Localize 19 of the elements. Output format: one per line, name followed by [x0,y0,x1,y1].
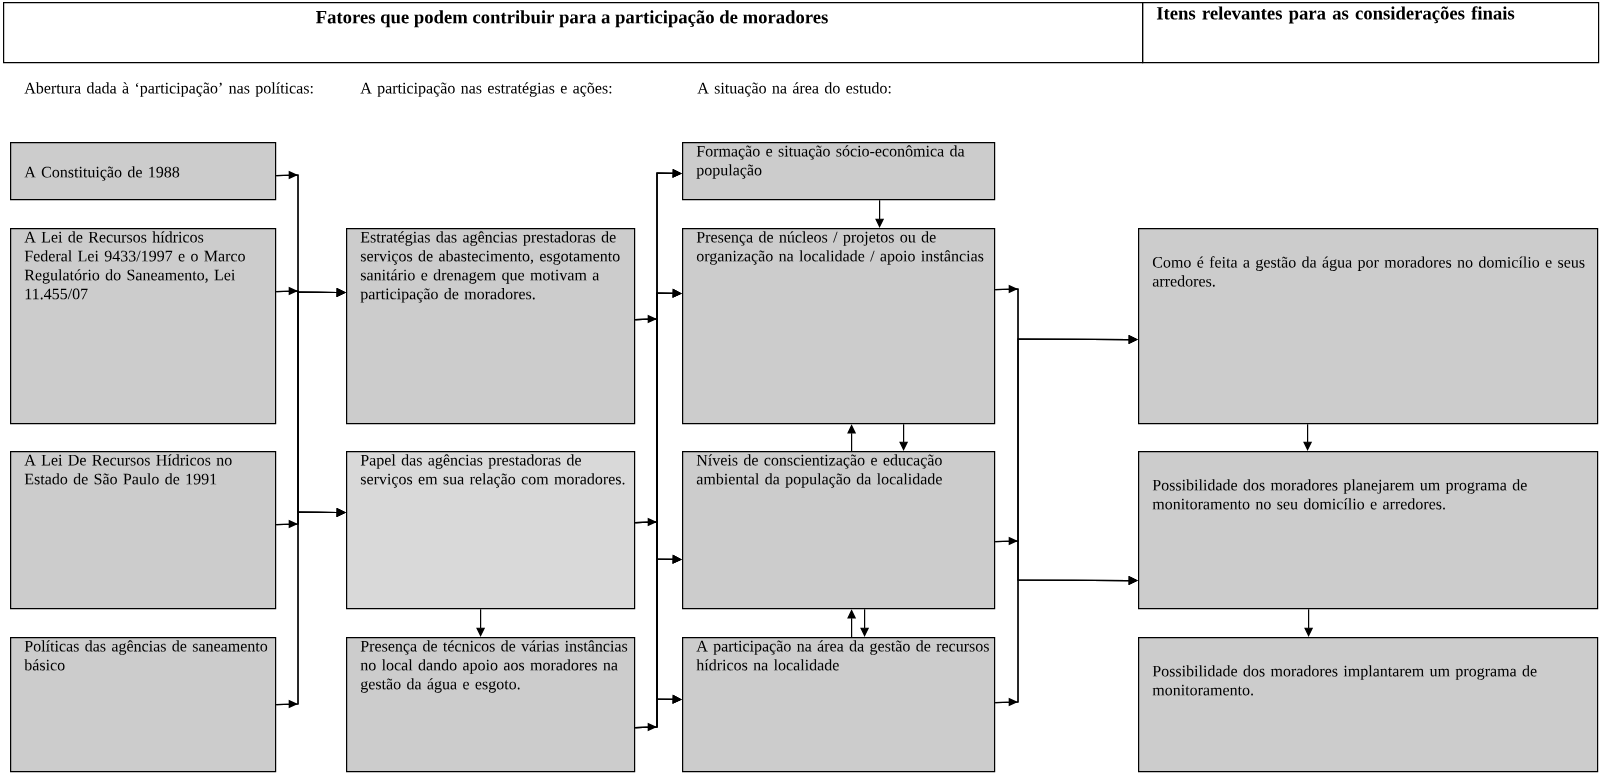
column-heading: A situação na área do estudo: [697,82,891,97]
text-box: A Lei de Recursos hídricos Federal Lei 9433/1997 e o Marco Regulatório do Saneamento, Lei 11.455/07 [10,228,277,425]
column-heading: A participação nas estratégias e ações: [360,82,612,97]
text-box: Presença de técnicos de várias instâncias no local dando apoio aos moradores na gestão da água e esgoto. [346,637,636,773]
header-cell: Fatores que podem contribuir para a participação de moradores [3,2,1144,64]
text-box: Como é feita a gestão da água por moradores no domicílio e seus arredores. [1138,228,1599,425]
text-box: A Constituição de 1988 [10,142,277,201]
text-box: A Lei De Recursos Hídricos no Estado de São Paulo de 1991 [10,451,277,610]
text-box: Possibilidade dos moradores planejarem um programa de monitoramento no seu domicílio e arredores. [1138,451,1599,610]
text-box: Formação e situação sócio-econômica da população [682,142,996,201]
text-box: Políticas das agências de saneamento básico [10,637,277,773]
text-box: Estratégias das agências prestadoras de serviços de abastecimento, esgotamento sanitário e drenagem que motivam a participação de moradores. [346,228,636,425]
text-box: Níveis de conscientização e educação ambiental da população da localidade [682,451,996,610]
text-box: A participação na área da gestão de recursos hídricos na localidade [682,637,996,773]
text-box: Papel das agências prestadoras de serviços em sua relação com moradores. [346,451,636,610]
column-heading: Abertura dada à ‘participação’ nas políticas: [24,82,313,97]
text-box: Possibilidade dos moradores implantarem um programa de monitoramento. [1138,637,1599,773]
header-cell: Itens relevantes para as considerações finais [1142,2,1600,64]
text-box: Presença de núcleos / projetos ou de organização na localidade / apoio instâncias [682,228,996,425]
